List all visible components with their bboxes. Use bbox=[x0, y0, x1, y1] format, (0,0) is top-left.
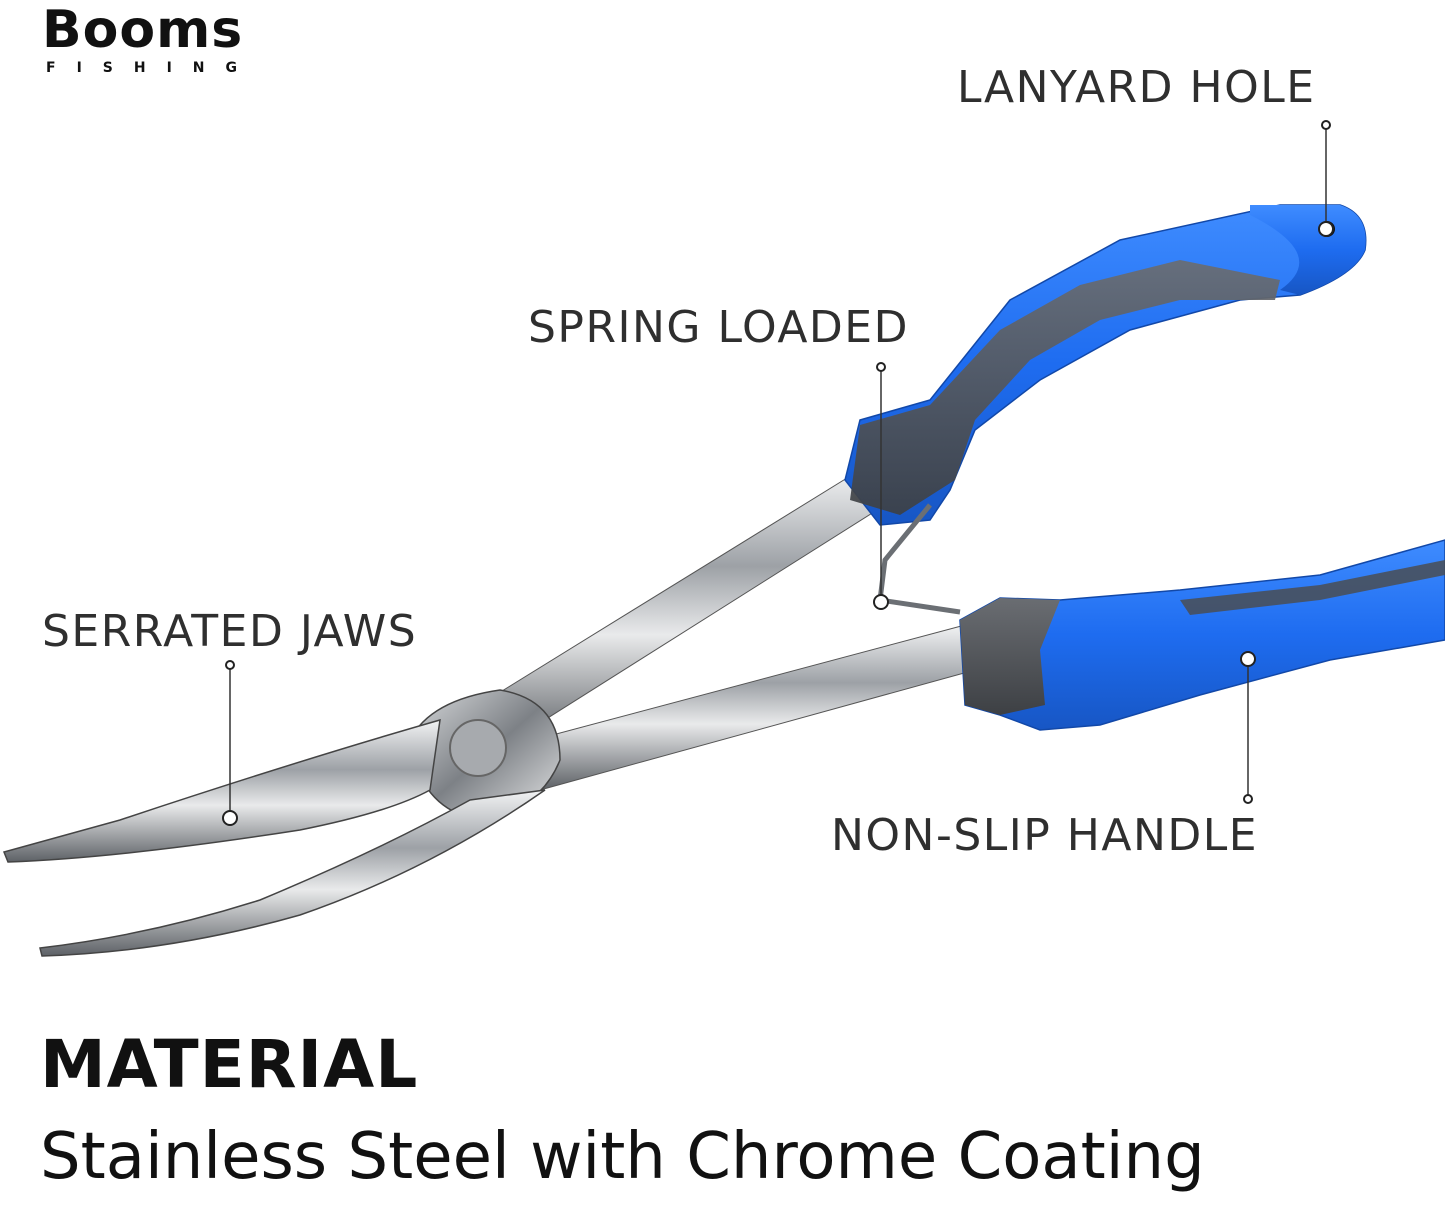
spring-loaded-label: SPRING LOADED bbox=[528, 302, 909, 353]
pivot-rivet bbox=[449, 719, 507, 777]
material-heading: MATERIAL bbox=[40, 1026, 419, 1103]
lanyard-hole-label: LANYARD HOLE bbox=[957, 62, 1316, 113]
lower-handle-stripe bbox=[1180, 560, 1445, 615]
material-description: Stainless Steel with Chrome Coating bbox=[40, 1120, 1205, 1194]
brand-subtitle: FISHING bbox=[46, 60, 258, 76]
lower-handle-grip bbox=[960, 598, 1060, 715]
upper-handle-tip bbox=[1250, 205, 1366, 295]
callout-dots bbox=[222, 120, 1334, 826]
upper-handle-grip bbox=[850, 260, 1280, 515]
lower-jaw bbox=[39, 789, 546, 957]
non-slip-handle-label: NON-SLIP HANDLE bbox=[831, 810, 1259, 861]
upper-jaw bbox=[2, 718, 441, 863]
brand-name: Booms bbox=[42, 0, 244, 60]
callout-lines bbox=[229, 125, 1327, 815]
brand-logo: Booms FISHING bbox=[42, 2, 258, 76]
serrated-jaws-label: SERRATED JAWS bbox=[42, 606, 418, 657]
